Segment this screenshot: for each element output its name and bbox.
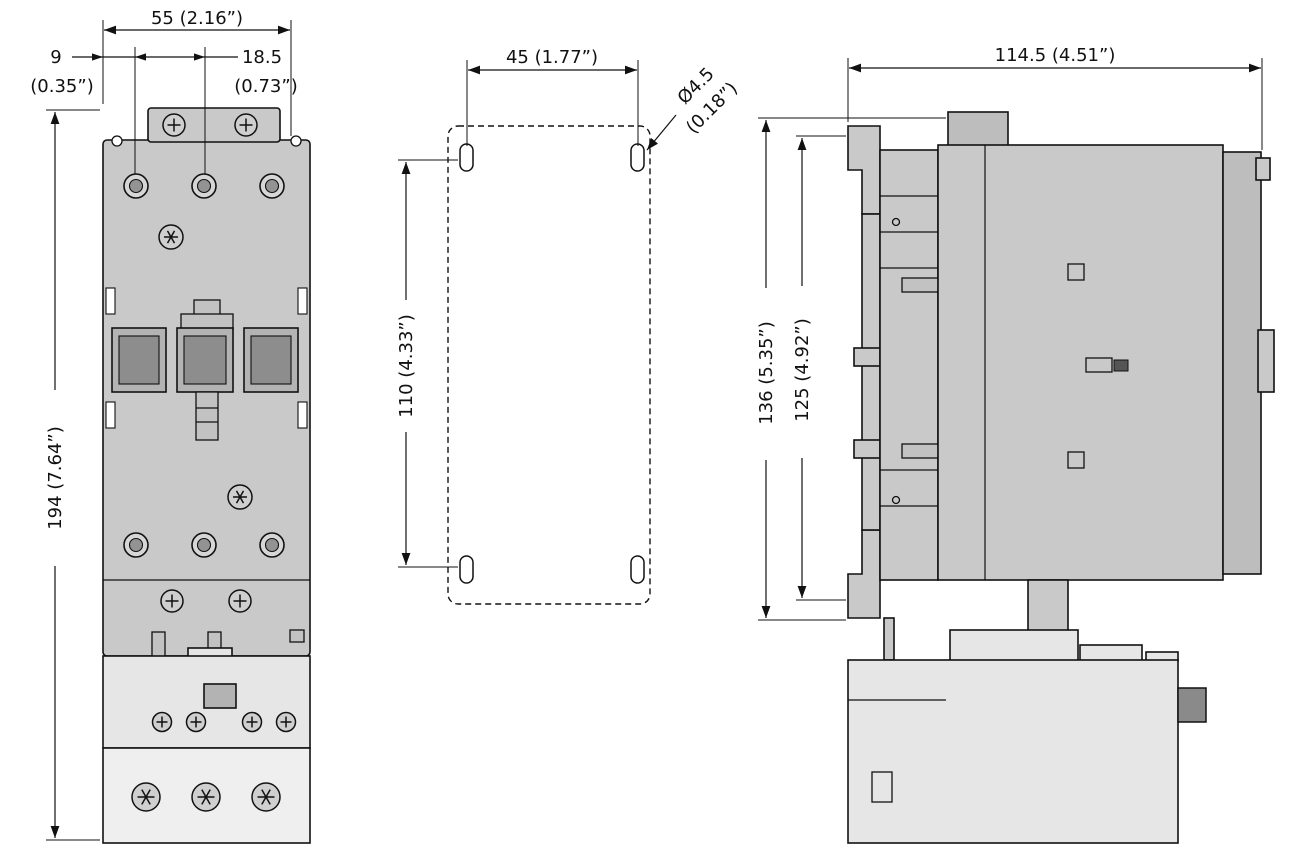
bottom-screw <box>160 589 184 613</box>
side-slot <box>105 287 116 315</box>
marker-slot <box>1113 359 1129 372</box>
side-view <box>847 111 1275 844</box>
dim-front-height: 194 (7.64”) <box>45 426 66 530</box>
mounting-outline <box>447 125 651 605</box>
dim-front-offset: 9 <box>50 47 61 68</box>
line-terminal <box>259 173 285 199</box>
mount-ear-hole <box>111 135 123 147</box>
dim-side-depth: 114.5 (4.51”) <box>995 45 1116 66</box>
side-top-tab <box>947 111 1009 149</box>
side-bump <box>1255 157 1271 181</box>
mounting-pattern-view <box>447 125 651 605</box>
mounting-slot-hole <box>459 143 474 172</box>
relay-connector <box>1177 687 1207 723</box>
mount-ear-hole <box>290 135 302 147</box>
dim-front-pitch: 18.5 <box>242 47 282 68</box>
side-slot <box>297 401 308 429</box>
dimension-annotations: 55 (2.16”) 9 (0.35”) 18.5 (0.73”) 194 (7… <box>30 8 1263 841</box>
side-terminal-bump <box>1257 329 1275 393</box>
line-terminal <box>123 173 149 199</box>
relay-terminal-screw <box>185 711 207 733</box>
torx-screw <box>227 484 253 510</box>
mounting-plate <box>861 213 881 531</box>
tab-screw <box>162 113 186 137</box>
relay-terminal-screw <box>241 711 263 733</box>
dim-side-height-outer: 136 (5.35”) <box>756 321 777 425</box>
din-hook-bottom <box>847 529 881 619</box>
support-leg <box>883 617 895 661</box>
armature-column <box>879 149 939 581</box>
latch-tab <box>151 631 166 659</box>
dim-front-offset-inch: (0.35”) <box>30 76 93 97</box>
coil-window-inner <box>250 335 292 385</box>
din-clip <box>853 347 881 367</box>
nameplate-slot <box>1085 357 1113 373</box>
coil-window-inner <box>118 335 160 385</box>
relay-detail-window <box>871 771 893 803</box>
relay-terminal-screw <box>151 711 173 733</box>
side-main-body <box>937 144 1224 581</box>
tab-screw <box>234 113 258 137</box>
body-square-hole <box>1067 263 1085 281</box>
dim-front-width: 55 (2.16”) <box>151 8 243 29</box>
torx-screw <box>158 224 184 250</box>
dim-mounting-pitch-h: 45 (1.77”) <box>506 47 598 68</box>
relay-terminal-screw <box>275 711 297 733</box>
side-overload-relay <box>847 659 1179 844</box>
column-step <box>901 277 939 293</box>
mounting-slot-hole <box>459 555 474 584</box>
mounting-slot-hole <box>630 555 645 584</box>
mounting-slot-hole <box>630 143 645 172</box>
body-square-hole <box>1067 451 1085 469</box>
line-terminal <box>191 173 217 199</box>
dim-mounting-pitch-v: 110 (4.33”) <box>396 314 417 418</box>
relay-window <box>203 683 237 709</box>
side-end-cap <box>1222 151 1262 575</box>
column-step <box>901 443 939 459</box>
front-view <box>102 107 311 844</box>
din-clip <box>853 439 881 459</box>
side-slot <box>105 401 116 429</box>
relay-torx-screw <box>191 782 221 812</box>
relay-torx-screw <box>131 782 161 812</box>
pin-hole <box>891 495 901 505</box>
crossbar <box>195 391 219 441</box>
side-slot <box>297 287 308 315</box>
load-terminal <box>259 532 285 558</box>
latch-tab <box>289 629 305 643</box>
relay-top-step <box>949 629 1079 663</box>
load-terminal <box>123 532 149 558</box>
relay-top-step <box>1079 644 1143 662</box>
dim-side-height-inner: 125 (4.92”) <box>792 318 813 422</box>
dim-front-pitch-inch: (0.73”) <box>234 76 297 97</box>
coil-window-inner <box>183 335 227 385</box>
bottom-screw <box>228 589 252 613</box>
pin-hole <box>891 217 901 227</box>
din-hook-top <box>847 125 881 215</box>
relay-torx-screw <box>251 782 281 812</box>
load-terminal <box>191 532 217 558</box>
